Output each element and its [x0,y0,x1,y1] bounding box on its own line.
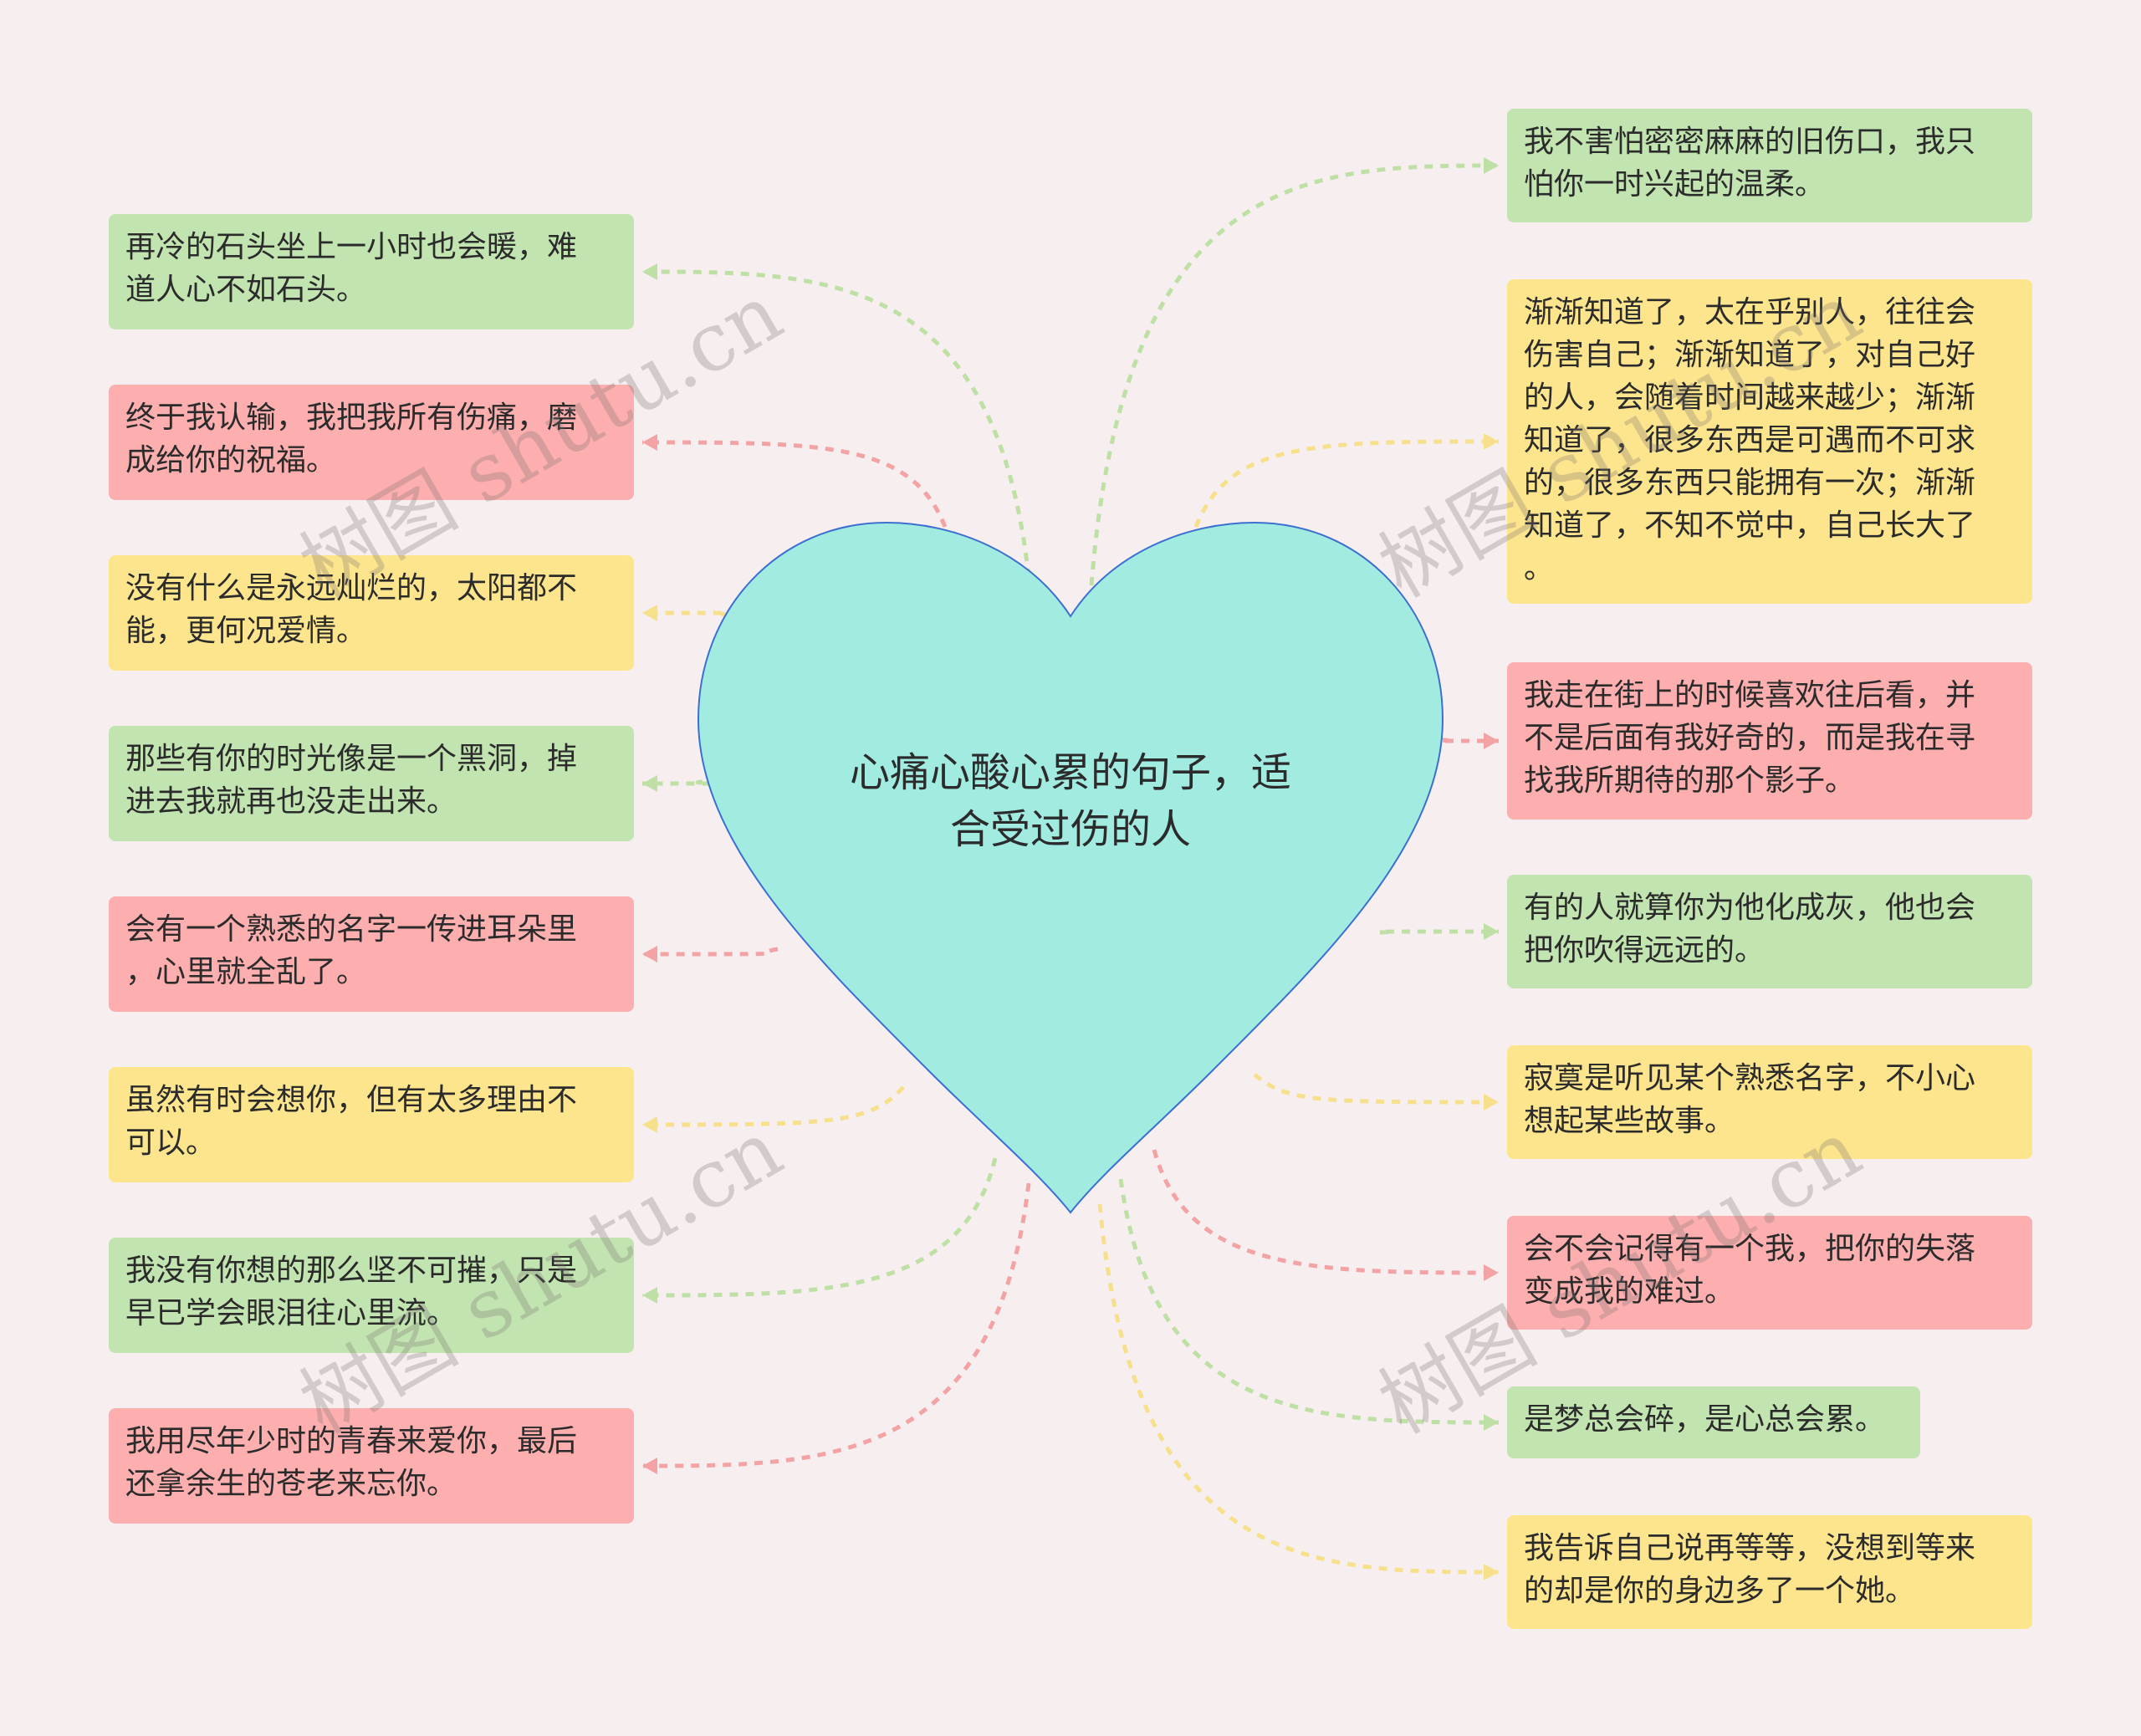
right-connector-8 [1097,1203,1500,1575]
right-connector-arrow-3 [1484,733,1499,749]
right-branch-node-8[interactable]: 我告诉自己说再等等，没想到等来 的却是你的身边多了一个她。 [1507,1515,2032,1629]
left-branch-node-4[interactable]: 那些有你的时光像是一个黑洞，掉 进去我就再也没走出来。 [109,726,634,841]
right-branch-node-6[interactable]: 会不会记得有一个我，把你的失落 变成我的难过。 [1507,1216,2032,1330]
connector-lines [641,157,1500,1580]
right-connector-arrow-6 [1484,1264,1499,1281]
left-connector-6 [641,1085,905,1127]
left-connector-arrow-6 [642,1116,657,1133]
left-connector-2 [641,440,948,528]
left-connector-arrow-8 [642,1458,657,1474]
right-branch-node-7[interactable]: 是梦总会碎，是心总会累。 [1507,1386,1920,1458]
left-branch-node-3[interactable]: 没有什么是永远灿烂的，太阳都不 能，更何况爱情。 [109,555,634,671]
right-connector-arrow-4 [1484,923,1499,940]
right-connector-1 [1089,163,1500,586]
right-connector-arrow-1 [1484,157,1499,174]
center-topic-title[interactable]: 心痛心酸心累的句子，适 合受过伤的人 [849,749,1291,853]
center-heart-shape [697,521,1444,1214]
right-connector-5 [1253,1073,1500,1105]
right-branch-node-2[interactable]: 渐渐知道了，太在乎别人，往往会 伤害自己；渐渐知道了，对自己好 的人，会随着时间… [1507,279,2032,604]
right-branch-node-5[interactable]: 寂寞是听见某个熟悉名字，不小心 想起某些故事。 [1507,1045,2032,1159]
left-branch-node-6[interactable]: 虽然有时会想你，但有太多理由不 可以。 [109,1067,634,1182]
left-connector-arrow-4 [642,775,657,792]
left-branch-node-5[interactable]: 会有一个熟悉的名字一传进耳朵里 ，心里就全乱了。 [109,896,634,1012]
right-branch-node-3[interactable]: 我走在街上的时候喜欢往后看，并 不是后面有我好奇的，而是我在寻 找我所期待的那个… [1507,662,2032,819]
left-connector-5 [641,947,779,957]
left-connector-arrow-3 [642,605,657,621]
left-branch-node-8[interactable]: 我用尽年少时的青春来爱你，最后 还拿余生的苍老来忘你。 [109,1408,634,1524]
left-connector-arrow-1 [642,263,657,280]
right-connector-arrow-5 [1484,1094,1499,1111]
right-branch-node-1[interactable]: 我不害怕密密麻麻的旧伤口，我只 怕你一时兴起的温柔。 [1507,109,2032,222]
left-branch-node-2[interactable]: 终于我认输，我把我所有伤痛，磨 成给你的祝福。 [109,385,634,500]
right-connector-7 [1118,1178,1500,1425]
right-connector-2 [1193,439,1500,528]
right-connector-6 [1152,1149,1500,1275]
right-connector-arrow-8 [1484,1564,1499,1580]
left-branch-node-7[interactable]: 我没有你想的那么坚不可摧，只是 早已学会眼泪往心里流。 [109,1238,634,1353]
right-branch-node-4[interactable]: 有的人就算你为他化成灰，他也会 把你吹得远远的。 [1507,875,2032,988]
left-connector-3 [641,610,745,617]
left-connector-arrow-7 [642,1287,657,1304]
left-connector-1 [641,269,1031,578]
left-branch-node-1[interactable]: 再冷的石头坐上一小时也会暖，难 道人心不如石头。 [109,214,634,329]
right-connector-arrow-2 [1484,433,1499,450]
right-connector-arrow-7 [1484,1414,1499,1431]
left-connector-arrow-5 [642,946,657,962]
left-connector-arrow-2 [642,434,657,451]
left-connector-8 [641,1182,1031,1468]
left-connector-7 [641,1157,998,1298]
